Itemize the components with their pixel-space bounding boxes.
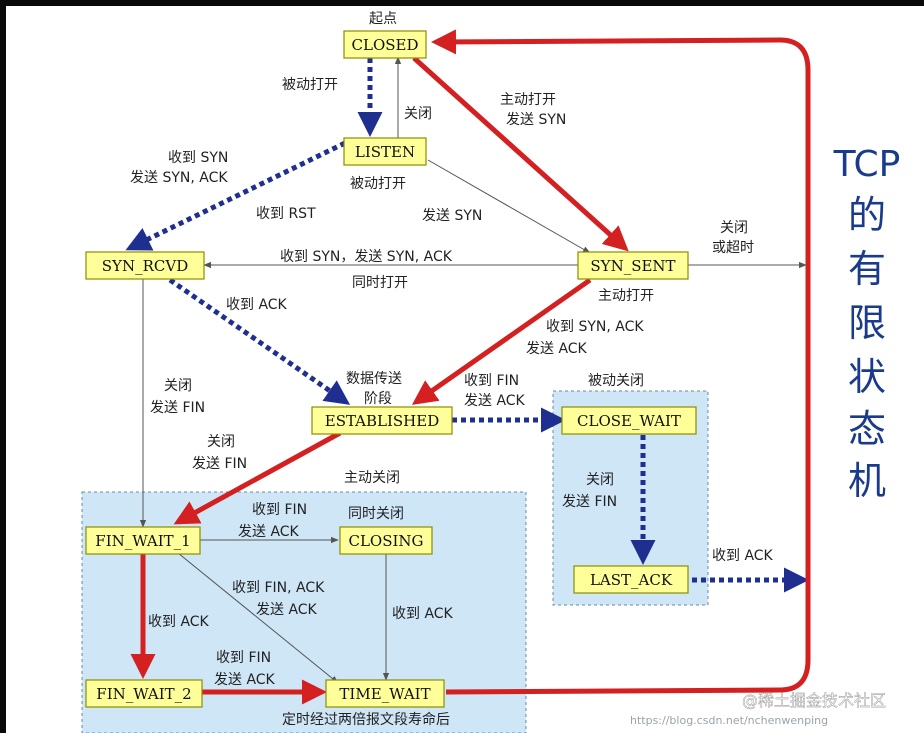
state-box-closed: [343, 30, 427, 59]
arrow-listen-to-syn-rcvd: [125, 140, 347, 251]
state-box-fin-wait-2: [85, 679, 203, 708]
title-char-4: 限: [848, 301, 886, 345]
title-char-7: 机: [848, 459, 886, 503]
label-close-b: 关闭: [164, 378, 192, 394]
state-box-syn-rcvd: [85, 251, 205, 280]
state-time-wait: TIME_WAIT: [339, 685, 430, 703]
label-simultaneous-recv: 收到 SYN，发送 SYN, ACK: [280, 249, 453, 265]
title-char-5: 状: [848, 355, 886, 399]
label-recv-fin-a: 收到 FIN: [464, 373, 519, 389]
label-send-ack-c: 发送 ACK: [256, 602, 318, 618]
label-send-syn-1: 发送 SYN: [506, 112, 566, 128]
label-recv-syn: 收到 SYN: [168, 150, 228, 166]
label-close-1: 关闭: [404, 106, 432, 122]
label-active-close: 主动关闭: [344, 470, 400, 486]
state-boxes: [85, 30, 697, 708]
label-simultaneous-open: 同时打开: [352, 274, 408, 291]
label-recv-ack-3: 收到 ACK: [392, 606, 454, 622]
title-char-3: 有: [848, 247, 886, 291]
title-char-2: 的: [848, 193, 886, 237]
state-listen: LISTEN: [355, 143, 415, 161]
label-simultaneous-close: 同时关闭: [348, 506, 404, 522]
watermark-url: https://blog.csdn.net/nchenwenping: [630, 714, 828, 727]
thin-arrows: [139, 56, 807, 684]
label-send-fin-c: 发送 FIN: [192, 456, 247, 472]
red-arrows: [130, 29, 811, 705]
state-labels: CLOSED LISTEN SYN_RCVD SYN_SENT ESTABLIS…: [95, 36, 681, 703]
state-box-time-wait: [325, 679, 445, 708]
state-fin-wait-1: FIN_WAIT_1: [95, 532, 190, 550]
label-send-ack-1: 发送 ACK: [526, 341, 588, 357]
label-timeout-note: 定时经过两倍报文段寿命后: [282, 711, 450, 728]
label-passive-close: 被动关闭: [588, 373, 644, 389]
state-last-ack: LAST_ACK: [590, 571, 673, 589]
state-box-established: [311, 406, 453, 435]
title-char-6: 态: [848, 407, 886, 451]
state-box-close-wait: [561, 406, 697, 435]
label-close-a: 关闭: [586, 472, 614, 488]
state-established: ESTABLISHED: [325, 412, 440, 430]
label-send-ack-a: 发送 ACK: [464, 393, 526, 409]
arrow-listen-to-syn-sent: [427, 159, 591, 254]
label-recv-ack-4: 收到 ACK: [712, 548, 774, 564]
label-data-transfer-2: 阶段: [364, 391, 392, 407]
state-fin-wait-2: FIN_WAIT_2: [96, 685, 191, 703]
label-passive-open-1: 被动打开: [282, 76, 338, 93]
label-recv-fin-b: 收到 FIN: [252, 502, 307, 518]
state-box-syn-sent: [577, 251, 689, 280]
label-active-open-1: 主动打开: [500, 91, 556, 108]
label-recv-ack-2: 收到 ACK: [148, 614, 210, 630]
state-box-fin-wait-1: [85, 526, 201, 555]
label-close-or-timeout-2: 或超时: [712, 240, 754, 256]
label-send-syn-2: 发送 SYN: [422, 208, 482, 224]
vertical-title: TCP 的 有 限 状 态 机: [833, 144, 901, 503]
state-closed: CLOSED: [352, 36, 419, 54]
arrow-fin-wait-1-to-time-wait: [177, 552, 339, 684]
label-recv-ack-1: 收到 ACK: [226, 297, 288, 313]
label-send-ack-b: 发送 ACK: [238, 524, 300, 540]
label-send-fin-a: 发送 FIN: [562, 494, 617, 510]
state-box-closing: [339, 526, 433, 555]
label-recv-fin-c: 收到 FIN: [216, 650, 271, 666]
state-box-last-ack: [573, 565, 689, 594]
state-closing: CLOSING: [348, 532, 423, 550]
arrow-syn-sent-to-established: [411, 277, 592, 405]
label-send-syn-ack: 发送 SYN, ACK: [130, 170, 228, 186]
label-send-ack-d: 发送 ACK: [214, 672, 276, 688]
label-recv-syn-ack: 收到 SYN, ACK: [546, 319, 644, 335]
label-close-c: 关闭: [207, 434, 235, 450]
label-active-open-2: 主动打开: [598, 287, 654, 304]
state-syn-sent: SYN_SENT: [590, 257, 675, 275]
arrow-established-to-fin-wait-1: [173, 430, 342, 525]
state-syn-rcvd: SYN_RCVD: [102, 257, 188, 275]
label-recv-rst: 收到 RST: [256, 206, 316, 222]
arrow-time-wait-to-closed: [431, 29, 811, 695]
state-close-wait: CLOSE_WAIT: [577, 412, 681, 430]
state-box-listen: [343, 137, 427, 166]
arrow-closed-to-syn-sent: [412, 56, 629, 252]
label-recv-fin-ack: 收到 FIN, ACK: [232, 580, 325, 596]
dotted-arrows: [125, 58, 809, 593]
watermark-site: @稀土掘金技术社区: [742, 691, 886, 710]
title-char-tcp: TCP: [833, 144, 901, 185]
label-close-or-timeout-1: 关闭: [720, 220, 748, 236]
label-send-fin-b: 发送 FIN: [150, 400, 205, 416]
label-passive-open-2: 被动打开: [350, 175, 406, 192]
label-data-transfer-1: 数据传送: [346, 371, 402, 387]
label-start: 起点: [369, 11, 397, 27]
transition-labels: 起点 被动打开 关闭 主动打开 发送 SYN 收到 SYN 发送 SYN, AC…: [130, 11, 774, 728]
